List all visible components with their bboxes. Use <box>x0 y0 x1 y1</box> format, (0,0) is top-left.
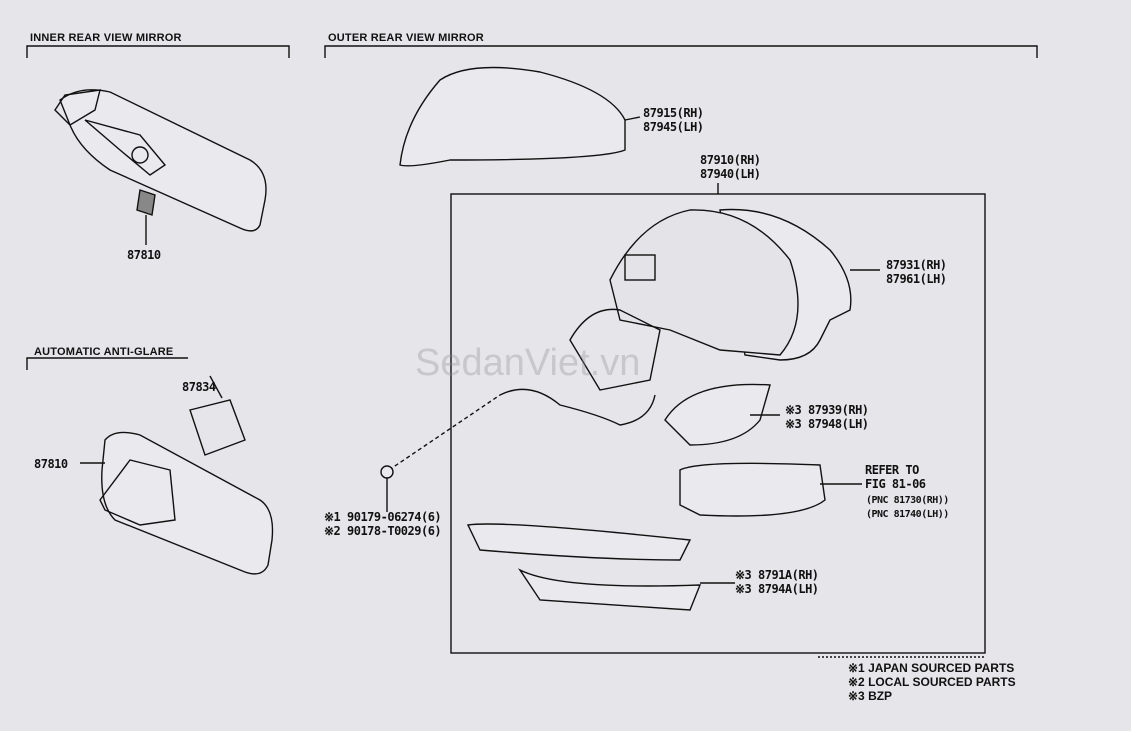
refer-fig-link[interactable]: FIG 81-06 <box>865 477 926 491</box>
inner-section-bracket <box>26 45 290 58</box>
part-label-87915[interactable]: 87915(RH) <box>643 106 704 120</box>
part-label-87810-inner[interactable]: 87810 <box>127 248 161 262</box>
part-label-87931[interactable]: 87931(RH) <box>886 258 947 272</box>
anti-glare-mirror-drawing <box>80 375 274 575</box>
part-label-87961[interactable]: 87961(LH) <box>886 272 947 286</box>
watermark: SedanViet.vn <box>415 342 641 384</box>
part-label-87939[interactable]: ※3 87939(RH) <box>785 403 869 417</box>
part-label-87948[interactable]: ※3 87948(LH) <box>785 417 869 431</box>
part-label-87940[interactable]: 87940(LH) <box>700 167 761 181</box>
refer-to-label: REFER TO <box>865 463 919 477</box>
outer-section-bracket <box>324 45 1038 58</box>
footnote-1: ※1 JAPAN SOURCED PARTS <box>848 661 1015 675</box>
footnote-3: ※3 BZP <box>848 689 893 703</box>
part-label-8791A[interactable]: ※3 8791A(RH) <box>735 568 819 582</box>
part-label-87834[interactable]: 87834 <box>182 380 216 394</box>
mirror-cover-drawing <box>399 66 626 167</box>
section-title-outer: OUTER REAR VIEW MIRROR <box>328 32 484 44</box>
part-label-8794A[interactable]: ※3 8794A(LH) <box>735 582 819 596</box>
refer-pnc-lh: (PNC 81740(LH)) <box>866 509 949 520</box>
outer-mirror-body-drawing <box>380 208 880 611</box>
footnote-2: ※2 LOCAL SOURCED PARTS <box>848 675 1016 689</box>
part-label-90178[interactable]: ※2 90178-T0029(6) <box>324 524 442 538</box>
inner-mirror-drawing <box>54 89 267 245</box>
part-label-90179[interactable]: ※1 90179-06274(6) <box>324 510 442 524</box>
anti-glare-section-bracket <box>26 357 188 370</box>
part-label-87910[interactable]: 87910(RH) <box>700 153 761 167</box>
section-title-anti-glare: AUTOMATIC ANTI-GLARE <box>34 346 174 358</box>
part-label-87810-anti-glare[interactable]: 87810 <box>34 457 68 471</box>
part-label-87945[interactable]: 87945(LH) <box>643 120 704 134</box>
refer-pnc-rh: (PNC 81730(RH)) <box>866 495 949 506</box>
section-title-inner: INNER REAR VIEW MIRROR <box>30 32 182 44</box>
